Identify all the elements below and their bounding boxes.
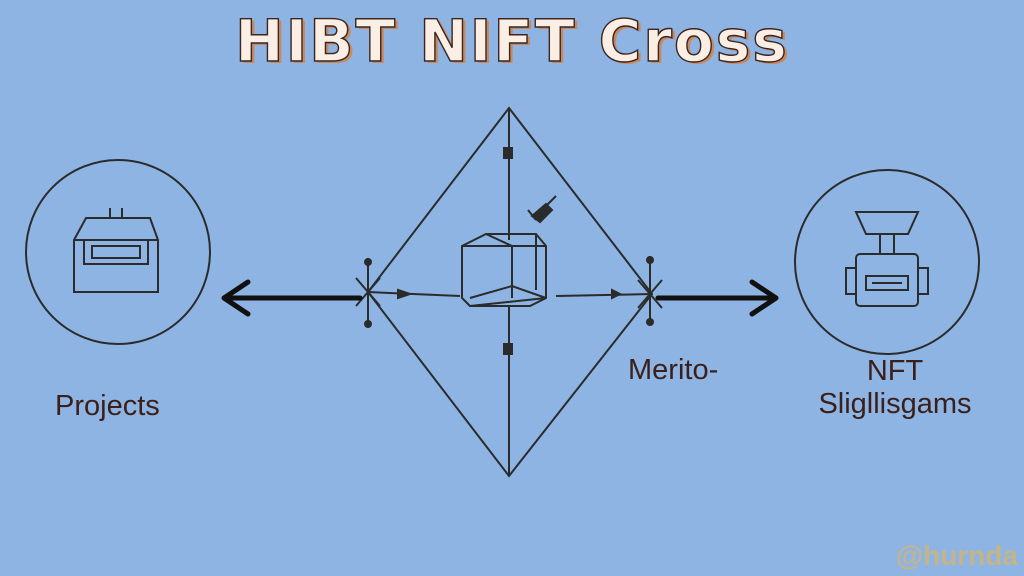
robot-icon — [845, 211, 929, 307]
left-arrow — [221, 279, 363, 317]
right-node — [794, 169, 980, 355]
diamond-markers — [355, 147, 663, 355]
left-node — [25, 159, 211, 345]
center-node-label: Merito- — [628, 354, 719, 386]
right-node-label: NFT Sligllisgams — [785, 355, 1005, 422]
watermark: @hurnda — [895, 540, 1018, 571]
right-node-label-line2: Sligllisgams — [818, 388, 972, 421]
diagram-title: HIBT NIFT Cross — [234, 7, 789, 75]
right-node-label-line1: NFT — [866, 355, 924, 387]
left-node-circle — [25, 159, 211, 345]
left-node-label: Projects — [55, 390, 160, 422]
tool-icon — [527, 195, 557, 224]
diamond-shape — [366, 106, 654, 478]
right-node-circle — [794, 169, 980, 355]
right-arrow — [655, 279, 779, 317]
box-icon — [73, 208, 159, 293]
cube-icon — [461, 233, 547, 307]
